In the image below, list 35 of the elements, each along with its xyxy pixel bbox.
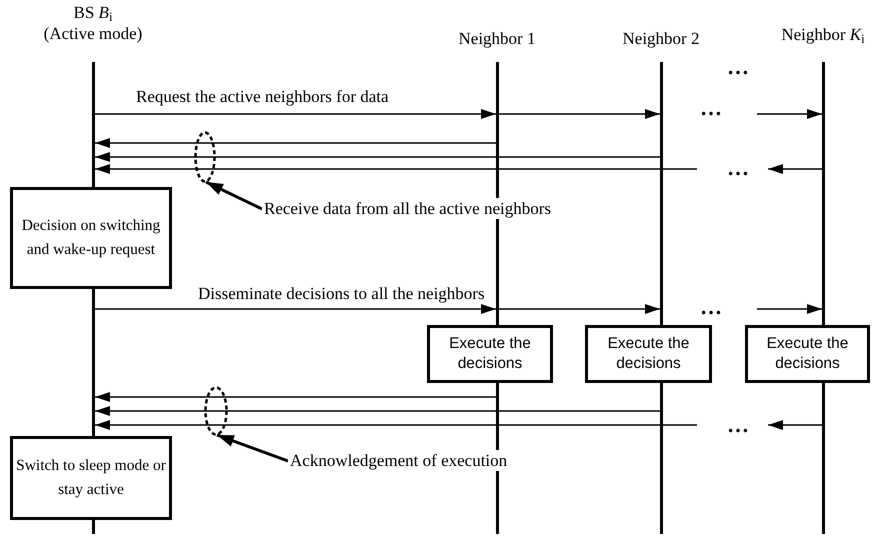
- process-box: Switch to sleep mode or stay active: [10, 436, 172, 520]
- ellipsis-mark: …: [727, 157, 751, 179]
- annotation-text: Receive data from all the active neighbors: [262, 198, 553, 219]
- process-box: Decision on switching and wake-up request: [10, 187, 172, 289]
- message-arrow: [768, 164, 822, 174]
- process-box: Execute the decisions: [585, 325, 712, 383]
- message-arrow: [95, 406, 660, 416]
- message-arrow: [95, 420, 697, 430]
- edge-label: Disseminate decisions to all the neighbors: [197, 284, 486, 304]
- message-arrow: [499, 304, 660, 314]
- ellipsis-mark: …: [700, 97, 724, 119]
- message-arrow: [95, 138, 496, 148]
- message-arrow: [95, 392, 496, 402]
- annotation-text: Acknowledgement of execution: [288, 450, 510, 471]
- leader-arrow: [205, 180, 263, 210]
- process-box: Execute the decisions: [745, 325, 870, 383]
- edge-label: Request the active neighbors for data: [135, 87, 390, 107]
- message-arrow: [499, 109, 660, 119]
- process-box: Execute the decisions: [427, 325, 553, 383]
- lifeline-header: Neighbor 2: [622, 28, 700, 49]
- lifeline-header: Neighbor K$_{i}$: [781, 24, 865, 45]
- message-arrow: [95, 304, 496, 314]
- message-arrow: [757, 109, 822, 119]
- message-arrow: [768, 420, 822, 430]
- lifeline-header: (Active mode): [44, 23, 142, 44]
- ellipsis-mark: …: [727, 414, 751, 436]
- message-arrow: [95, 109, 496, 119]
- lifeline-header: BS B$_{i}$: [74, 2, 112, 23]
- message-arrow: [95, 152, 660, 162]
- ellipsis-mark: …: [700, 296, 724, 318]
- message-arrow: [757, 304, 822, 314]
- leader-arrow: [216, 434, 289, 462]
- ellipsis-mark: …: [727, 56, 751, 78]
- message-arrow: [95, 164, 697, 174]
- lifeline-header: Neighbor 1: [458, 28, 536, 49]
